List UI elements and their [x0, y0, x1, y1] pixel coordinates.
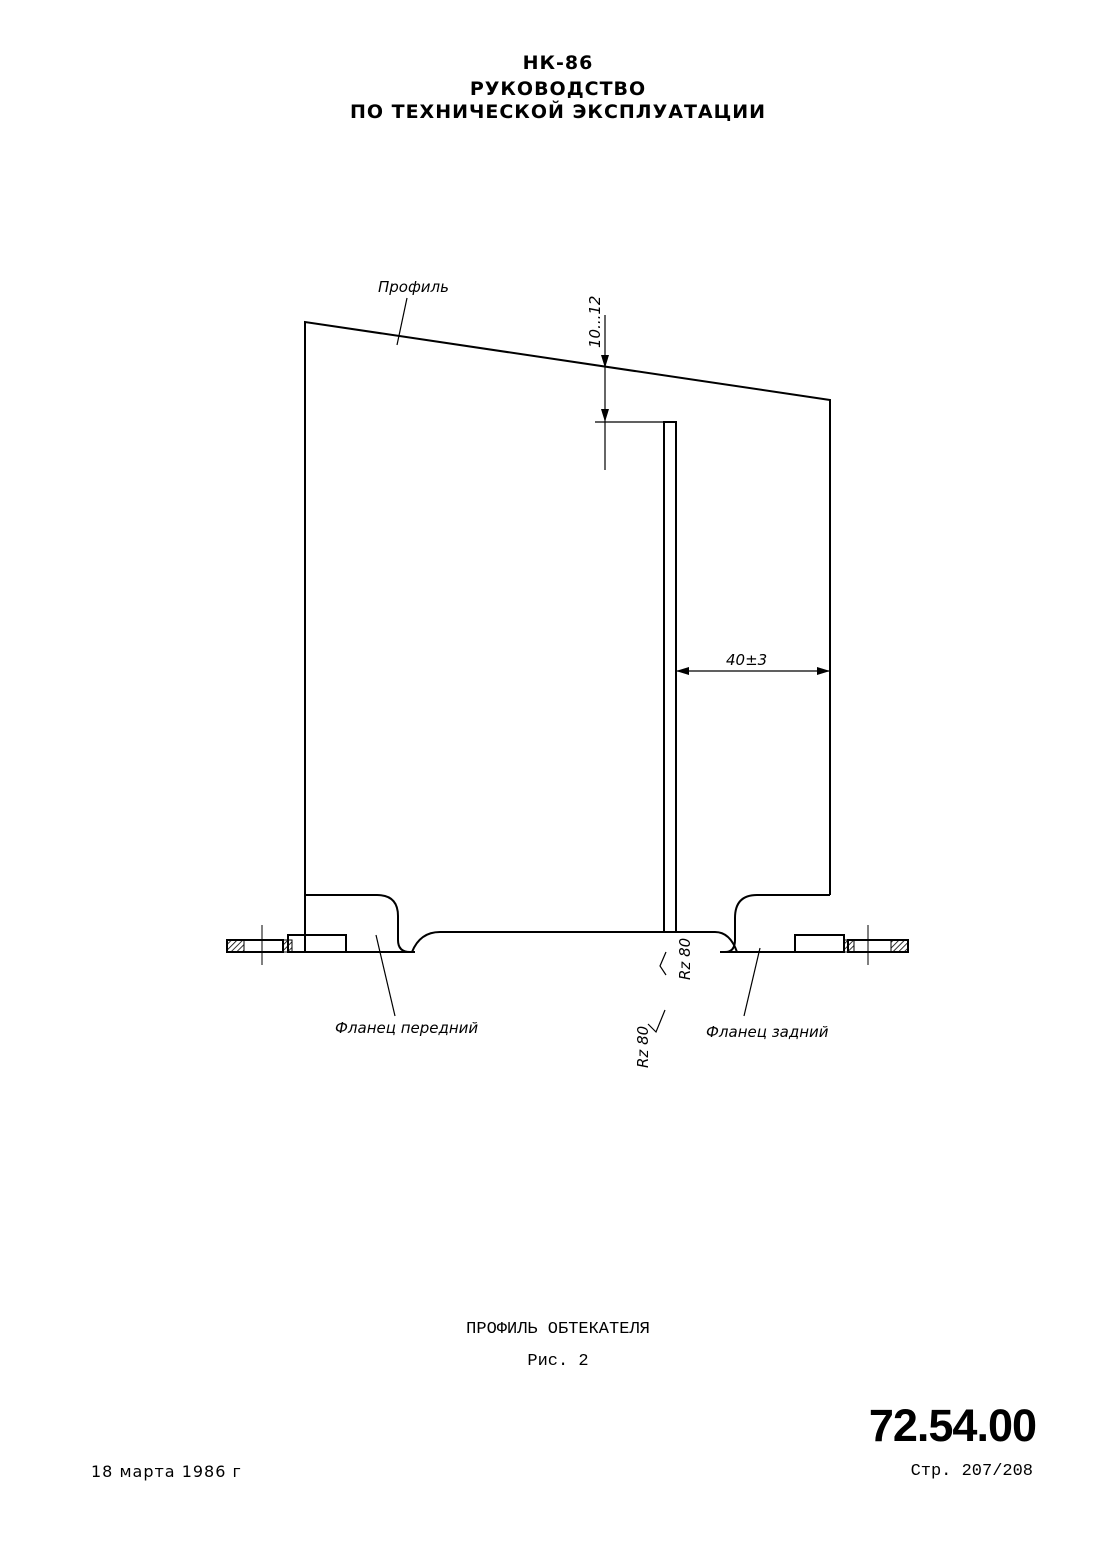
- figure-number: Рис. 2: [527, 1352, 589, 1371]
- rear-flange: [724, 894, 830, 953]
- vertical-plate: [663, 421, 677, 933]
- rear-washer: [794, 934, 845, 953]
- profile-outline: [304, 320, 831, 953]
- front-flange: [305, 894, 411, 953]
- dim-width: 40±3: [726, 651, 767, 669]
- bottom-recess: [411, 931, 738, 953]
- front-flange-label: Фланец передний: [335, 1019, 478, 1037]
- front-washer: [287, 934, 347, 953]
- dim-gap: 10...12: [586, 296, 604, 348]
- doc-subtitle: РУКОВОДСТВО: [469, 78, 647, 100]
- page-number: Стр. 207/208: [910, 1462, 1033, 1481]
- rear-flange-label: Фланец задний: [706, 1023, 829, 1041]
- section-code: 72.54.00: [868, 1400, 1037, 1451]
- roughness-mark-2: Rz 80: [634, 1026, 652, 1068]
- figure-caption: ПРОФИЛЬ ОБТЕКАТЕЛЯ: [466, 1320, 650, 1339]
- roughness-mark-1: Rz 80: [676, 938, 694, 980]
- doc-subtitle-2: ПО ТЕХНИЧЕСКОЙ ЭКСПЛУАТАЦИИ: [349, 101, 767, 123]
- issue-date: 18 марта 1986 г: [91, 1462, 242, 1481]
- doc-title: НК-86: [522, 52, 594, 74]
- profile-label: Профиль: [378, 278, 449, 296]
